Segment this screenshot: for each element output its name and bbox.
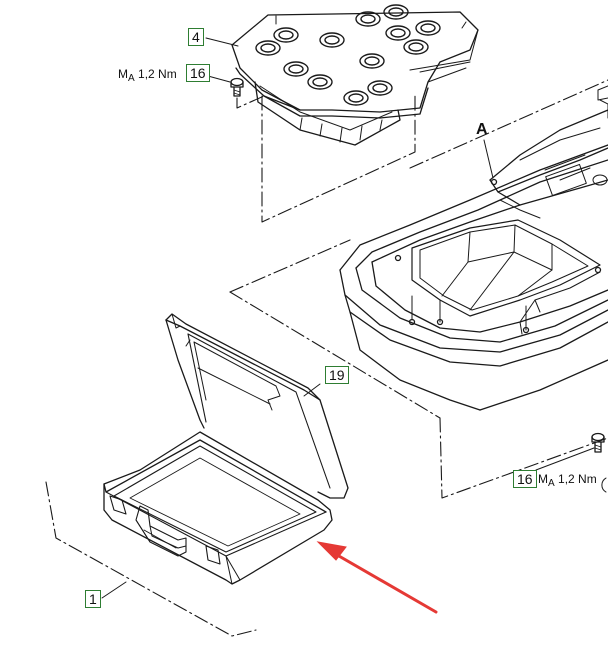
- leader-a: [483, 139, 494, 179]
- construction-lines-case: [45, 481, 257, 637]
- main-housing: [339, 85, 608, 411]
- red-arrow: [316, 541, 438, 614]
- construction-lines-housing: [229, 79, 608, 499]
- torque-value: 1,2 Nm: [558, 472, 597, 486]
- callout-4: 4: [188, 28, 204, 46]
- torque-spec-right: MA 1,2 Nm: [538, 473, 597, 489]
- construction-lines-top: [236, 95, 416, 223]
- view-letter-a: A: [476, 121, 488, 138]
- leader-16-top: [207, 75, 231, 83]
- screw-right: [591, 432, 607, 493]
- callout-16-right: 16: [513, 470, 537, 488]
- gasket-plate: [231, 4, 479, 146]
- leader-19: [303, 383, 321, 397]
- torque-subscript: A: [128, 73, 135, 84]
- leader-1: [101, 581, 127, 599]
- torque-symbol: M: [538, 472, 548, 486]
- callout-16-top: 16: [186, 64, 210, 82]
- gasket-rings: [255, 4, 441, 106]
- callout-19: 19: [325, 366, 349, 384]
- torque-subscript: A: [548, 478, 555, 489]
- leader-4: [205, 37, 239, 47]
- torque-spec-top: MA 1,2 Nm: [118, 68, 177, 84]
- screw-top: [230, 77, 244, 97]
- callout-1: 1: [85, 590, 101, 608]
- leader-16-right: [535, 447, 595, 471]
- torque-value: 1,2 Nm: [138, 67, 177, 81]
- carrying-case: [103, 313, 349, 585]
- torque-symbol: M: [118, 67, 128, 81]
